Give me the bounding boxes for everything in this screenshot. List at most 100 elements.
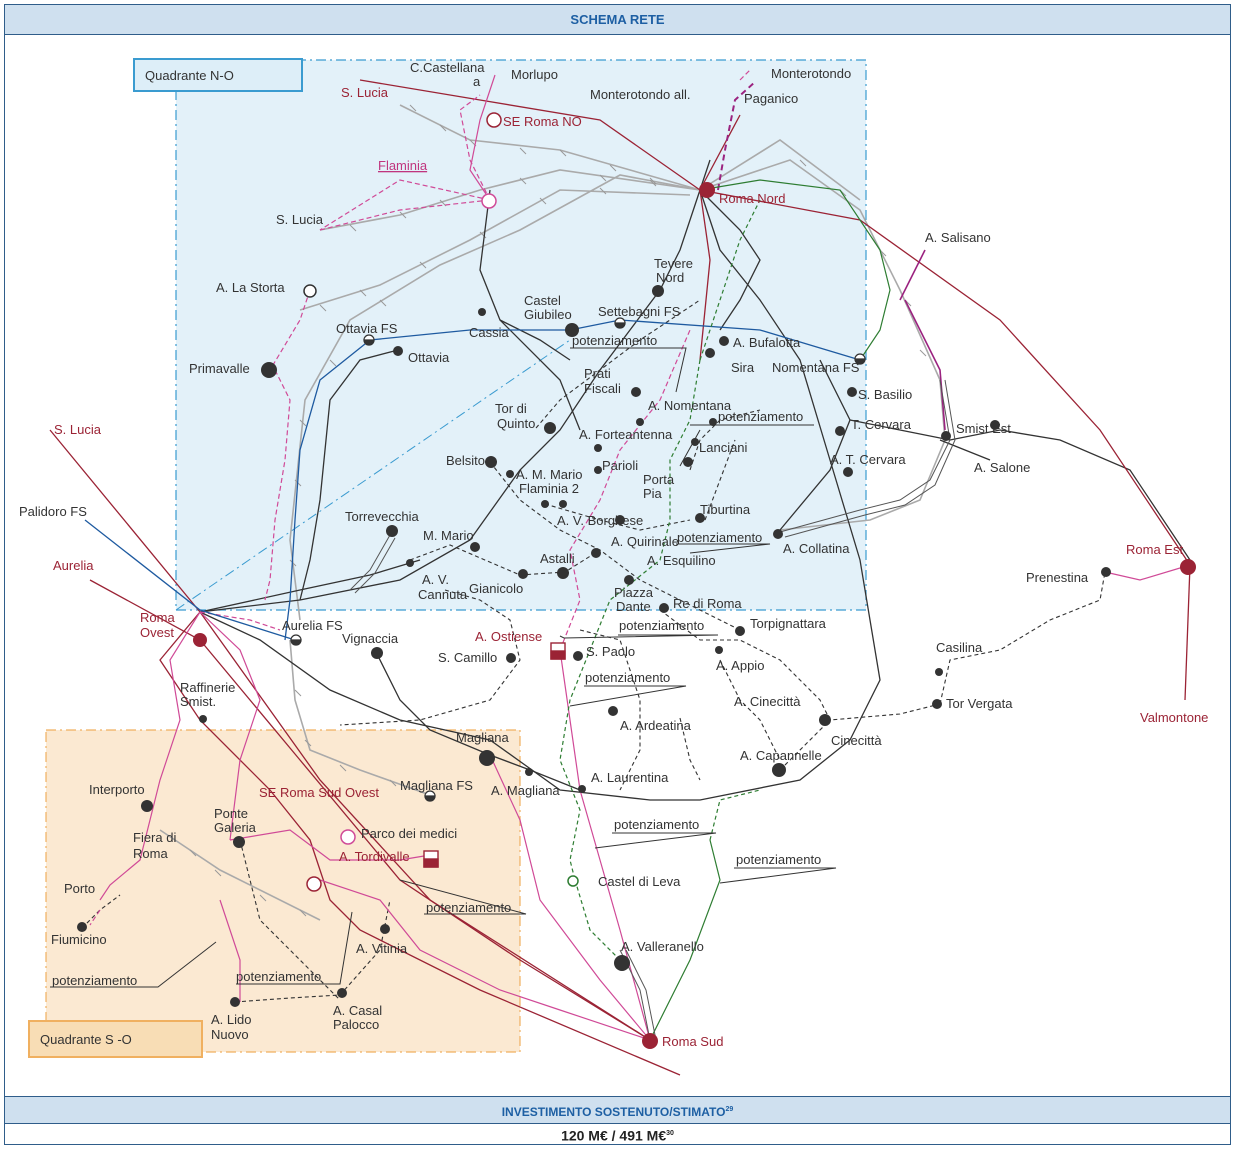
lbl-palocco: Palocco [333,1017,379,1032]
lbl-a-casal: A. Casal [333,1003,382,1018]
substations-open [303,112,579,892]
lbl-a-collatina: A. Collatina [783,541,850,556]
violet-dashed-line [717,81,756,191]
substations-red [193,182,1196,1049]
lbl-fiumicino: Fiumicino [51,932,107,947]
lbl-a-ostiense: A. Ostiense [475,629,542,644]
lbl-a-t-cervara: A. T. Cervara [830,452,906,467]
lbl-tiburtina: Tiburtina [700,502,751,517]
lbl-settebagni: Settebagni FS [598,304,681,319]
lbl-roma-nord: Roma Nord [719,191,785,206]
lbl-a-salone: A. Salone [974,460,1030,475]
lbl-tor-di: Tor di [495,401,527,416]
lbl-pot-5: potenziamento [585,670,670,685]
lbl-a-lido: A. Lido [211,1012,251,1027]
green-lines [649,179,891,1041]
lbl-prenestina: Prenestina [1026,570,1089,585]
lbl-morlupo: Morlupo [511,67,558,82]
planned-substations [423,642,566,868]
green-dashed-lines [559,199,761,961]
lbl-ponte: Ponte [214,806,248,821]
lbl-a-tordivalle: A. Tordivalle [339,849,410,864]
lbl-pot-7: potenziamento [736,852,821,867]
pink-lines [99,74,1191,1041]
lbl-a-esquilino: A. Esquilino [647,553,716,568]
grey-lines [159,104,946,921]
lbl-se-roma-no: SE Roma NO [503,114,582,129]
investment-value-row: 120 M€ / 491 M€30 [5,1123,1230,1144]
lbl-a-nomentana: A. Nomentana [648,398,732,413]
quadrant-sw-label: Quadrante S -O [28,1020,203,1058]
lbl-s-lucia-mid: S. Lucia [276,212,324,227]
schema-title: SCHEMA RETE [5,5,1230,35]
lbl-t-cervara: T. Cervara [851,417,912,432]
lbl-flaminia: Flaminia [378,158,428,173]
lbl-s-lucia-top: S. Lucia [341,85,389,100]
lbl-a-valleranello: A. Valleranello [621,939,704,954]
lbl-pot-1: potenziamento [572,333,657,348]
lbl-flaminia-2: Flaminia 2 [519,481,579,496]
schema-frame [4,4,1231,1145]
lbl-cannuta: Cannuta [418,587,468,602]
lbl-a-magliana: A. Magliana [491,783,560,798]
lbl-nuovo: Nuovo [211,1027,249,1042]
lbl-interporto: Interporto [89,782,145,797]
lbl-a-vitinia: A. Vitinia [356,941,408,956]
lbl-a-v-borghese: A. V. Borghese [557,513,643,528]
lbl-pot-2: potenziamento [718,409,803,424]
lbl-a-cinecitta: A. Cinecittà [734,694,801,709]
lbl-c-castellana-a: a [473,74,481,89]
lbl-sira: Sira [731,360,755,375]
lbl-castel-di-leva: Castel di Leva [598,874,681,889]
lbl-pot-10: potenziamento [52,973,137,988]
lbl-magliana: Magliana [456,730,510,745]
lbl-tor-vergata: Tor Vergata [946,696,1013,711]
investment-title: INVESTIMENTO SOSTENUTO/STIMATO [501,1105,726,1119]
lbl-c-castellana: C.Castellana [410,60,485,75]
lbl-pot-3: potenziamento [677,530,762,545]
lbl-a-ardeatina: A. Ardeatina [620,718,692,733]
lbl-raffinerie: Raffinerie [180,680,235,695]
lbl-monterotondo: Monterotondo [771,66,851,81]
lbl-fiera-roma: Roma [133,846,168,861]
lbl-parioli: Parioli [602,458,638,473]
quadrant-nw-label: Quadrante N-O [133,58,303,92]
lbl-parco-dei-medici: Parco dei medici [361,826,457,841]
lbl-torrevecchia: Torrevecchia [345,509,419,524]
pink-dashed-lines [89,69,751,926]
lbl-a-forte-antenna: A. Forteantenna [579,427,673,442]
substations-black [77,285,1111,1007]
investment-header: INVESTIMENTO SOSTENUTO/STIMATO29 [5,1096,1230,1124]
lbl-s-camillo: S. Camillo [438,650,497,665]
lbl-tevere: Tevere [654,256,693,271]
lbl-casilina: Casilina [936,640,983,655]
lbl-a-m-mario: A. M. Mario [516,467,582,482]
lbl-pot-4: potenziamento [619,618,704,633]
map-labels: S. Lucia C.Castellana a Morlupo Monterot… [19,60,1208,1049]
lbl-lanciani: Lanciani [699,440,748,455]
lbl-pia: Pia [643,486,663,501]
lbl-a-salisano: A. Salisano [925,230,991,245]
lbl-quinto: Quinto [497,416,535,431]
violet-line [899,249,946,431]
investment-value: 120 M€ / 491 M€ [561,1127,667,1144]
lbl-giubileo: Giubileo [524,307,572,322]
lbl-cassia: Cassia [469,325,510,340]
lbl-smist-est: Smist Est [956,421,1011,436]
lbl-fiera-di: Fiera di [133,830,176,845]
lbl-belsito: Belsito [446,453,485,468]
lbl-gianicolo: Gianicolo [469,581,523,596]
lbl-primavalle: Primavalle [189,361,250,376]
lbl-smist: Smist. [180,694,216,709]
lbl-porta: Porta [643,472,675,487]
lbl-monterotondo-all: Monterotondo all. [590,87,690,102]
lbl-ottavia: Ottavia [408,350,450,365]
lbl-galeria: Galeria [214,820,257,835]
lbl-s-basilio: S. Basilio [858,387,912,402]
lbl-torpignattara: Torpignattara [750,616,827,631]
lbl-a-laurentina: A. Laurentina [591,770,669,785]
lbl-s-lucia-left: S. Lucia [54,422,102,437]
substations-half [290,317,866,802]
lbl-aurelia: Aurelia [53,558,94,573]
lbl-roma-ovest-1: Roma [140,610,175,625]
